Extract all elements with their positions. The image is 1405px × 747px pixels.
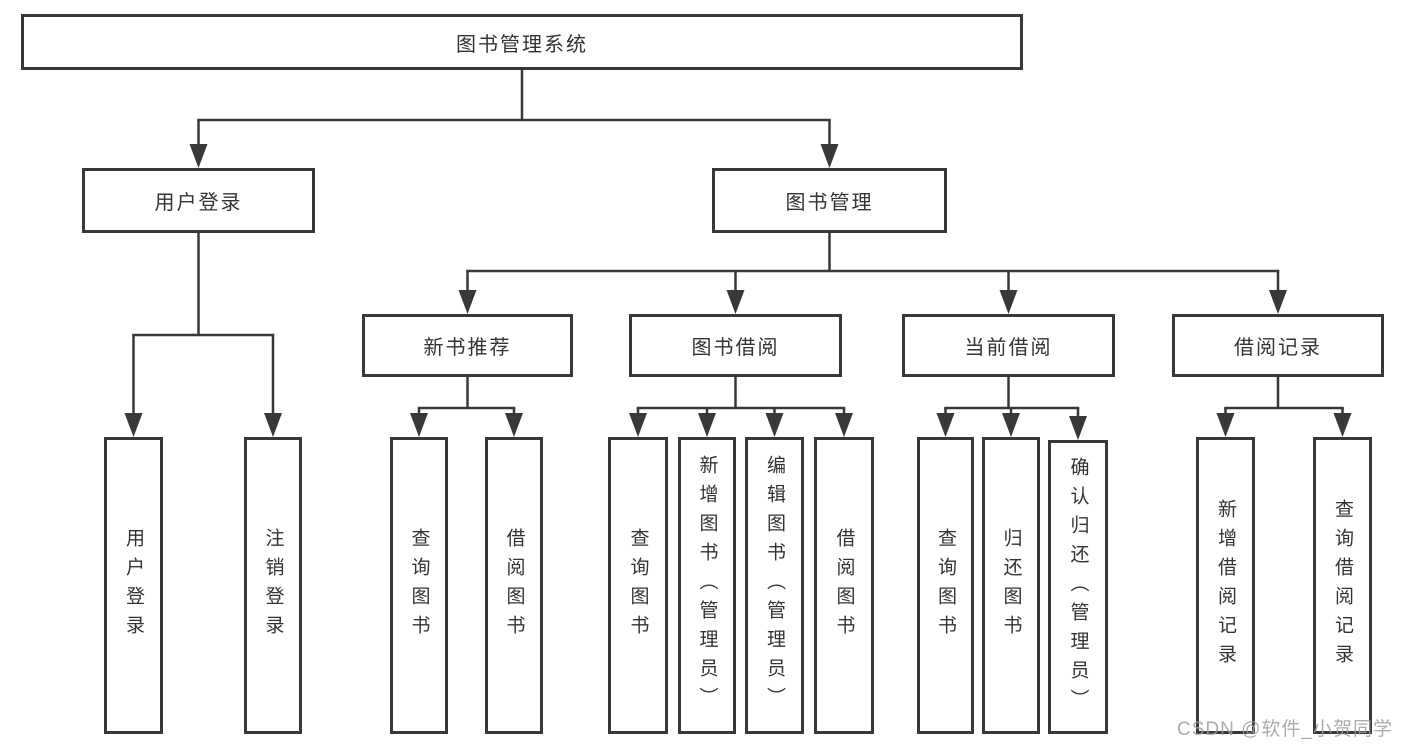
leaf-return-books: 归还图书	[982, 437, 1040, 734]
leaf-label: 查询图书	[408, 527, 430, 644]
leaf-label: 借阅图书	[833, 527, 855, 644]
leaf-borrow-books-recommend: 借阅图书	[485, 437, 543, 734]
leaf-user-login: 用户登录	[104, 437, 163, 734]
node-current-borrowing: 当前借阅	[902, 314, 1115, 377]
leaf-label: 借阅图书	[503, 527, 525, 644]
leaf-add-borrowing-record: 新增借阅记录	[1196, 437, 1255, 734]
leaf-label: 用户登录	[123, 527, 144, 644]
node-label: 当前借阅	[964, 337, 1053, 359]
leaf-label: 注销登录	[262, 527, 284, 644]
node-label: 新书推荐	[423, 337, 512, 359]
leaf-query-borrowing-record: 查询借阅记录	[1313, 437, 1372, 734]
leaf-add-books-admin: 新增图书（管理员）	[678, 437, 736, 734]
node-library-management-system: 图书管理系统	[21, 14, 1023, 70]
node-new-book-recommendation: 新书推荐	[362, 314, 573, 377]
leaf-edit-books-admin: 编辑图书（管理员）	[745, 437, 804, 734]
node-label: 图书管理	[785, 192, 874, 214]
arrowheads	[124, 144, 1352, 440]
leaf-label: 查询图书	[935, 527, 956, 644]
leaf-label: 新增图书（管理员）	[696, 455, 718, 716]
watermark: CSDN @软件_小贺同学	[1177, 719, 1393, 740]
leaf-label: 确认归还（管理员）	[1067, 456, 1089, 718]
leaf-logout: 注销登录	[244, 437, 302, 734]
leaf-label: 查询图书	[627, 527, 649, 644]
node-label: 图书管理系统	[456, 33, 588, 56]
leaf-query-books-current: 查询图书	[917, 437, 974, 734]
leaf-label: 查询借阅记录	[1332, 498, 1353, 673]
leaf-label: 新增借阅记录	[1215, 498, 1236, 673]
leaf-confirm-return-admin: 确认归还（管理员）	[1048, 440, 1108, 734]
leaf-borrow-books-borrowing: 借阅图书	[814, 437, 874, 734]
leaf-query-books-recommend: 查询图书	[390, 437, 448, 734]
node-user-login: 用户登录	[82, 168, 315, 233]
leaf-label: 归还图书	[1000, 527, 1022, 644]
node-label: 用户登录	[154, 192, 243, 214]
node-book-borrowing: 图书借阅	[629, 314, 842, 377]
leaf-label: 编辑图书（管理员）	[764, 455, 785, 716]
leaf-query-books-borrowing: 查询图书	[608, 437, 668, 734]
node-label: 图书借阅	[691, 337, 780, 359]
node-borrowing-records: 借阅记录	[1172, 314, 1384, 377]
node-book-management: 图书管理	[712, 168, 947, 233]
node-label: 借阅记录	[1234, 337, 1322, 359]
